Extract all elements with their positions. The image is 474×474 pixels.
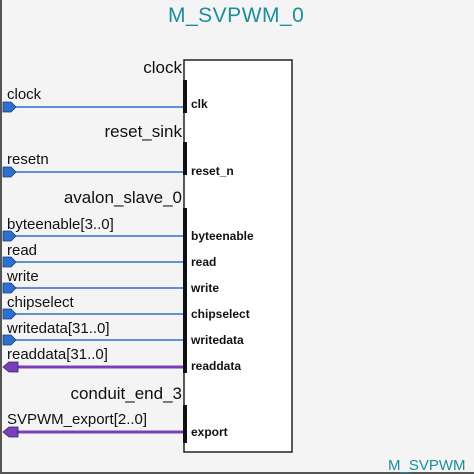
- input-port-byteenable-icon[interactable]: [2, 230, 17, 242]
- input-port-writedata-icon[interactable]: [2, 334, 17, 346]
- internal-port-label-writedata: writedata: [191, 333, 244, 347]
- interface-label-avalon-slave: avalon_slave_0: [63, 188, 182, 207]
- external-port-label-byteenable: byteenable[3..0]: [7, 216, 114, 233]
- internal-port-label-chipselect: chipselect: [191, 307, 250, 321]
- internal-port-label-write: write: [191, 281, 220, 295]
- input-port-clock-icon[interactable]: [2, 101, 17, 113]
- external-port-label-chipselect: chipselect: [7, 294, 74, 311]
- interface-bar-reset-sink: [183, 142, 187, 175]
- external-port-label-read: read: [7, 242, 38, 259]
- output-port-svpwm-export-icon[interactable]: [2, 426, 19, 438]
- component-title: M_SVPWM_0: [168, 4, 305, 27]
- interface-bar-conduit-end: [183, 405, 187, 443]
- input-port-chipselect-icon[interactable]: [2, 308, 17, 320]
- external-port-label-writedata: writedata[31..0]: [7, 320, 110, 337]
- input-port-resetn-icon[interactable]: [2, 166, 17, 178]
- internal-port-label-byteenable: byteenable: [191, 229, 254, 243]
- internal-port-label-read: read: [191, 255, 217, 269]
- interface-label-reset-sink: reset_sink: [104, 122, 182, 141]
- interface-label-clock: clock: [143, 58, 182, 77]
- output-port-readdata-icon[interactable]: [2, 361, 19, 373]
- external-port-label-resetn: resetn: [7, 151, 49, 168]
- interface-bar-avalon-slave: [183, 208, 187, 373]
- external-port-label-write: write: [7, 268, 39, 285]
- component-footer-label: M_SVPWM: [388, 457, 466, 474]
- component-box[interactable]: [183, 59, 293, 453]
- internal-port-label-reset-n: reset_n: [191, 164, 234, 178]
- input-port-write-icon[interactable]: [2, 282, 17, 294]
- internal-port-label-export: export: [191, 425, 228, 439]
- internal-port-label-readdata: readdata: [191, 359, 242, 373]
- input-port-read-icon[interactable]: [2, 256, 17, 268]
- external-port-label-svpwm-export: SVPWM_export[2..0]: [7, 411, 148, 428]
- external-port-label-clock: clock: [7, 86, 42, 103]
- internal-port-label-clk: clk: [191, 97, 208, 111]
- interface-bar-clock: [183, 80, 187, 113]
- interface-label-conduit-end: conduit_end_3: [70, 384, 182, 403]
- external-port-label-readdata: readdata[31..0]: [7, 346, 108, 363]
